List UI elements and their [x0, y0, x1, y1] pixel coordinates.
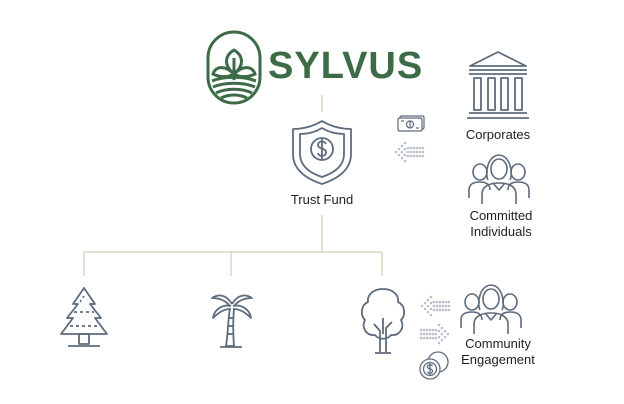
pine-tree-icon [60, 287, 108, 347]
individuals-line: Individuals [470, 224, 532, 239]
arrow-right-dotted-icon [419, 323, 450, 345]
sprout-seal-icon [206, 30, 262, 105]
coins-icon [419, 351, 449, 380]
community-line: Community [465, 336, 531, 351]
banknote-icon [397, 115, 425, 132]
deciduous-tree-icon [361, 288, 405, 354]
brand-name: SYLVUS [268, 45, 424, 87]
shield-dollar-icon [292, 120, 352, 185]
arrow-left-dotted-icon [420, 295, 451, 317]
engagement-line: Engagement [461, 352, 535, 367]
trust-fund-label: Trust Fund [290, 192, 354, 207]
bank-building-icon [467, 51, 529, 119]
corporates-label: Corporates [465, 127, 531, 142]
community-engagement-label: Community Engagement [446, 336, 550, 368]
palm-tree-icon [211, 294, 253, 348]
committed-individuals-label: Committed Individuals [448, 208, 554, 240]
people-group-icon [468, 154, 530, 204]
arrow-left-dotted-icon [394, 141, 425, 163]
people-group-icon [460, 284, 522, 334]
committed-line: Committed [469, 208, 533, 223]
